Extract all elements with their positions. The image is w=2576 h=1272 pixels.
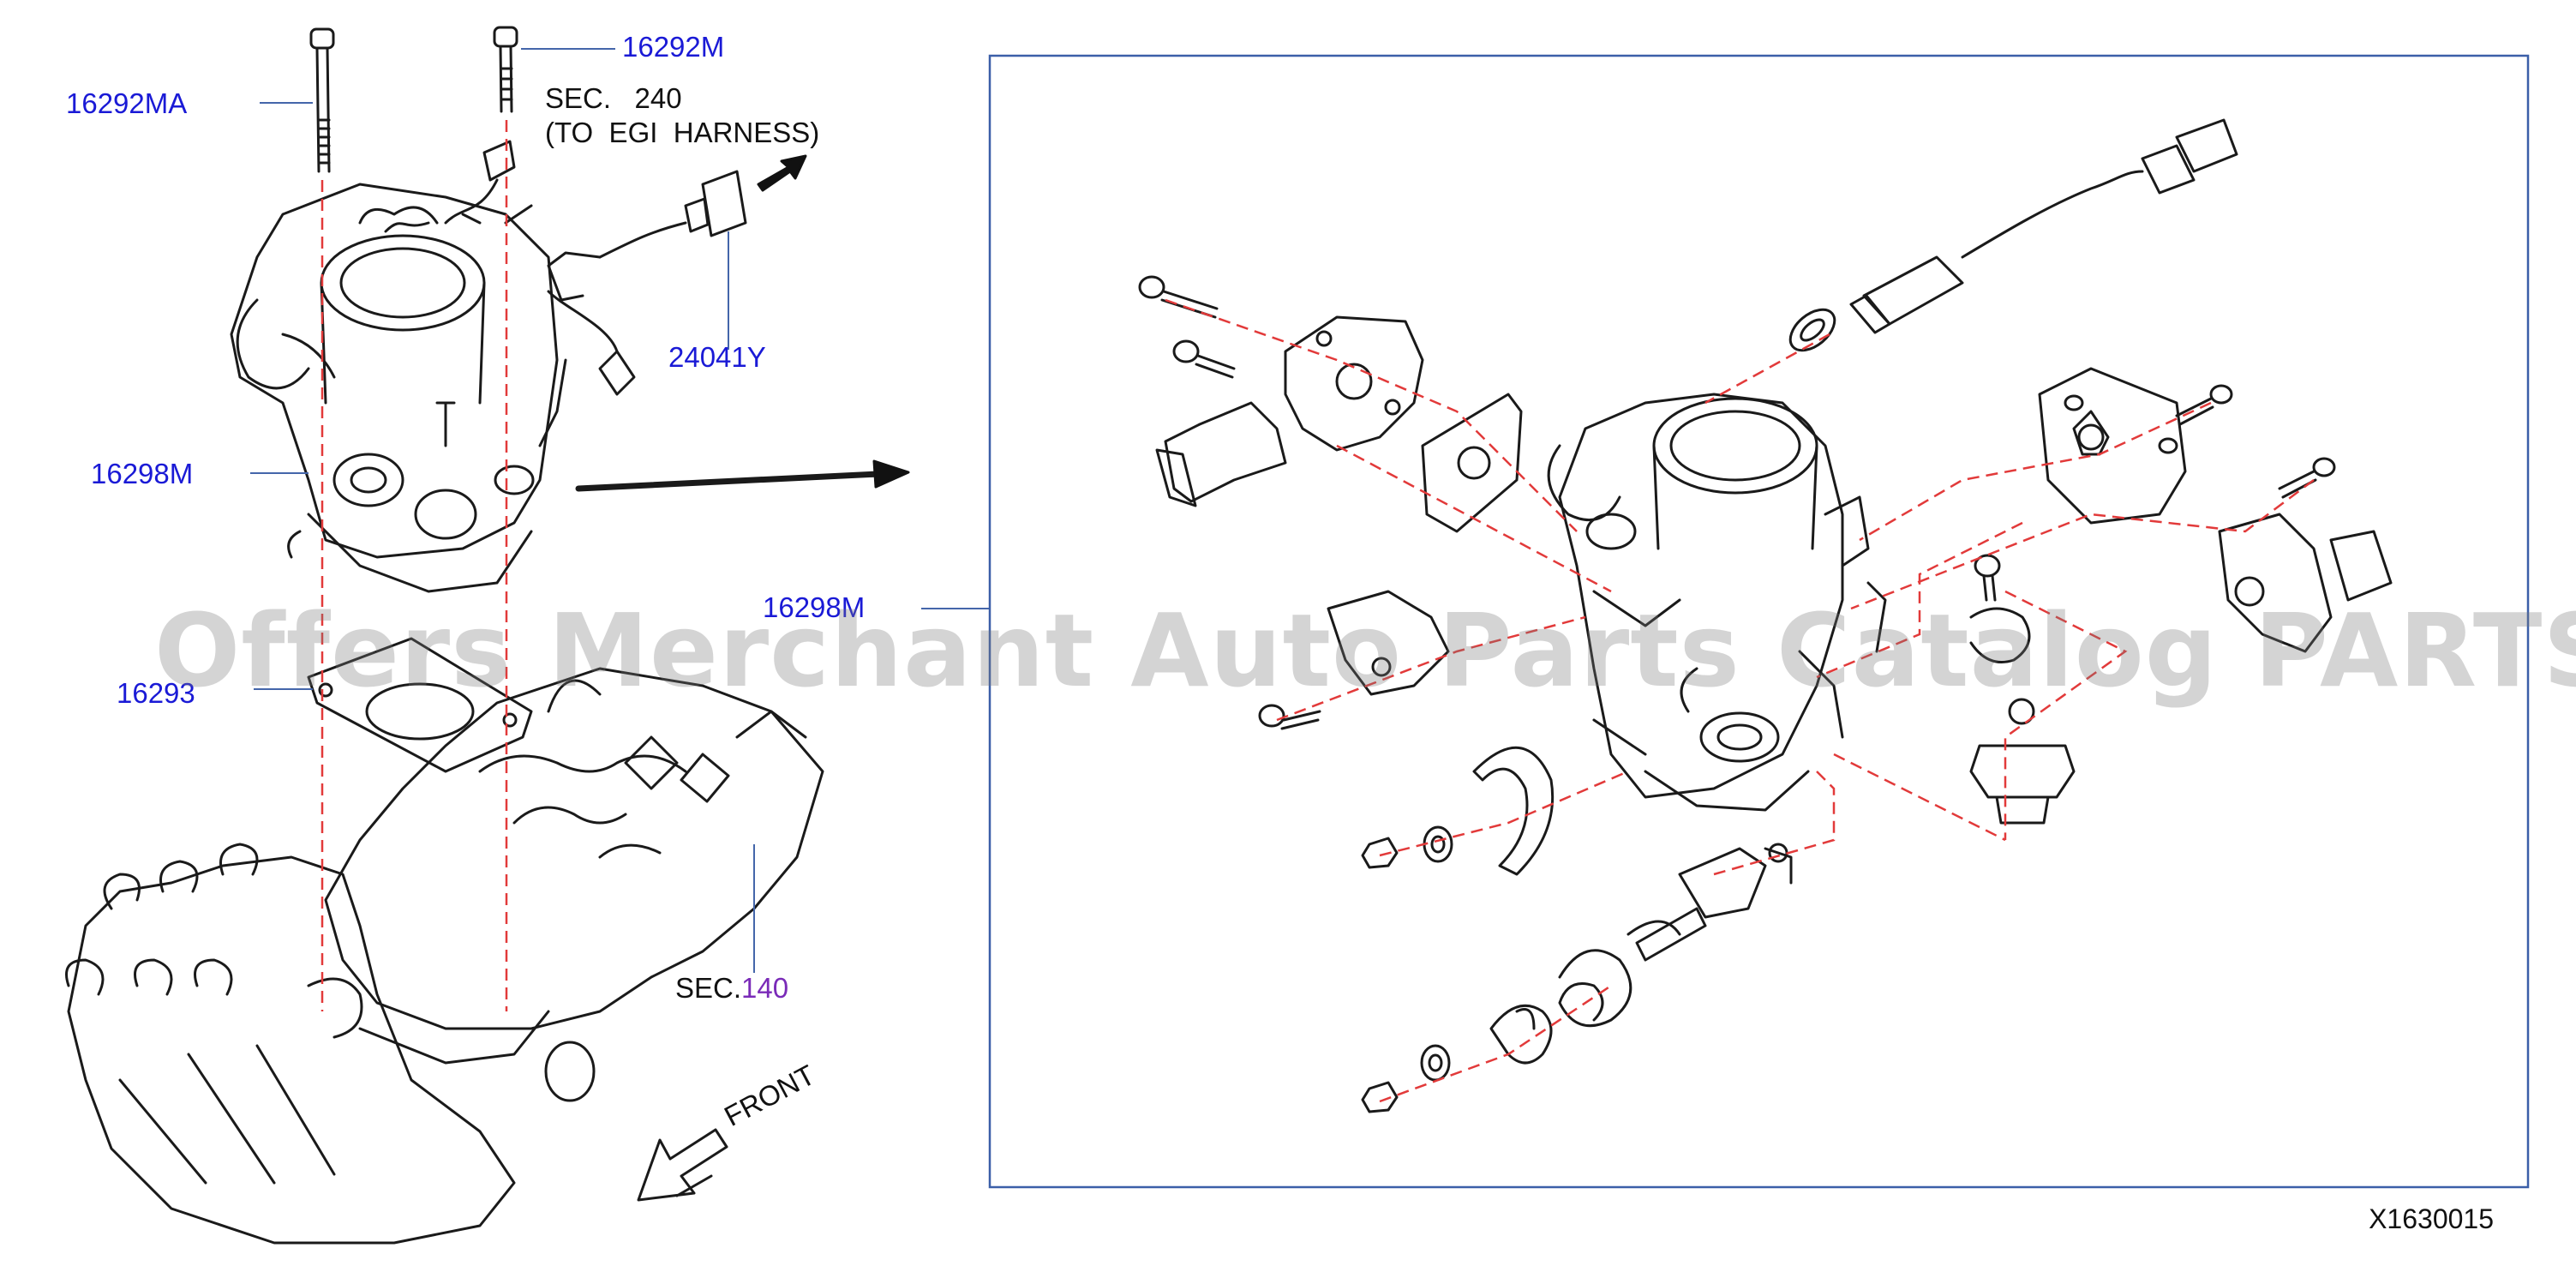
detail-view-frame — [988, 54, 2530, 1189]
dashpot-bracket — [1678, 843, 1793, 919]
diagram-code: X1630015 — [2369, 1203, 2494, 1234]
section-prefix: SEC. — [675, 972, 742, 1004]
water-temp-sensor — [1969, 698, 2076, 825]
throttle-sensor-harness — [1788, 118, 2238, 352]
throttle-body-assembly — [230, 183, 559, 593]
leader-lower — [1713, 771, 1836, 876]
leader-washers-bottom — [1379, 984, 1612, 1103]
leader-water-temp — [2004, 590, 2128, 840]
spring-collar — [1635, 907, 1707, 962]
section-label-140[interactable]: SEC.140 — [675, 974, 788, 1002]
iacv-gasket — [1421, 393, 1523, 533]
part-label-24041Y[interactable]: 24041Y — [668, 341, 766, 373]
throttle-position-sensor — [2038, 367, 2187, 525]
harness-24041Y — [384, 140, 747, 447]
watermark: Offers Merchant Auto Parts Catalog PARTS… — [154, 591, 2576, 710]
front-arrow — [637, 1128, 728, 1202]
leader-connector-bracket — [1850, 479, 2315, 610]
part-label-16298M-detail[interactable]: 16298M — [763, 591, 866, 623]
section-label-240-harness: (TO EGI HARNESS) — [545, 117, 820, 148]
leader-left-bracket — [1276, 615, 1586, 722]
return-spring — [1558, 920, 1681, 1028]
washers-nuts — [1361, 825, 1453, 1113]
connector-bracket — [2218, 513, 2393, 653]
leader-temp-sensor — [1816, 521, 2023, 679]
throttle-drum-lever — [1472, 747, 1555, 1065]
part-label-16292MA[interactable]: 16292MA — [66, 87, 188, 119]
section-number-140[interactable]: 140 — [741, 972, 789, 1004]
gasket-16293 — [307, 637, 533, 773]
leader-washers-top — [1379, 770, 1629, 857]
part-label-16292M[interactable]: 16292M — [622, 31, 725, 63]
leader-right-temp — [1833, 753, 2006, 842]
tps-screws — [2175, 384, 2336, 499]
leader-sensor-harness — [1704, 333, 1830, 405]
short-bolt-16292M — [493, 26, 518, 113]
leader-tps-screws — [1859, 401, 2212, 542]
left-bracket-detail — [1258, 590, 1450, 730]
leader-iacv-screws — [1165, 298, 1578, 532]
long-bolt-16292MA — [309, 27, 335, 173]
leader-iacv-valve — [1336, 444, 1612, 593]
iacv-screws — [1138, 275, 1236, 379]
part-label-16293[interactable]: 16293 — [117, 677, 195, 709]
intake-manifold — [324, 667, 824, 1030]
arrow-to-egi-harness — [757, 154, 807, 192]
arrow-to-detail — [575, 459, 910, 492]
engine-block — [65, 843, 596, 1245]
idle-air-control-valve — [1155, 315, 1424, 507]
throttle-body-detail — [1547, 393, 1887, 812]
section-label-240: SEC. 240 — [545, 82, 682, 114]
part-label-16298M-left[interactable]: 16298M — [91, 458, 194, 489]
